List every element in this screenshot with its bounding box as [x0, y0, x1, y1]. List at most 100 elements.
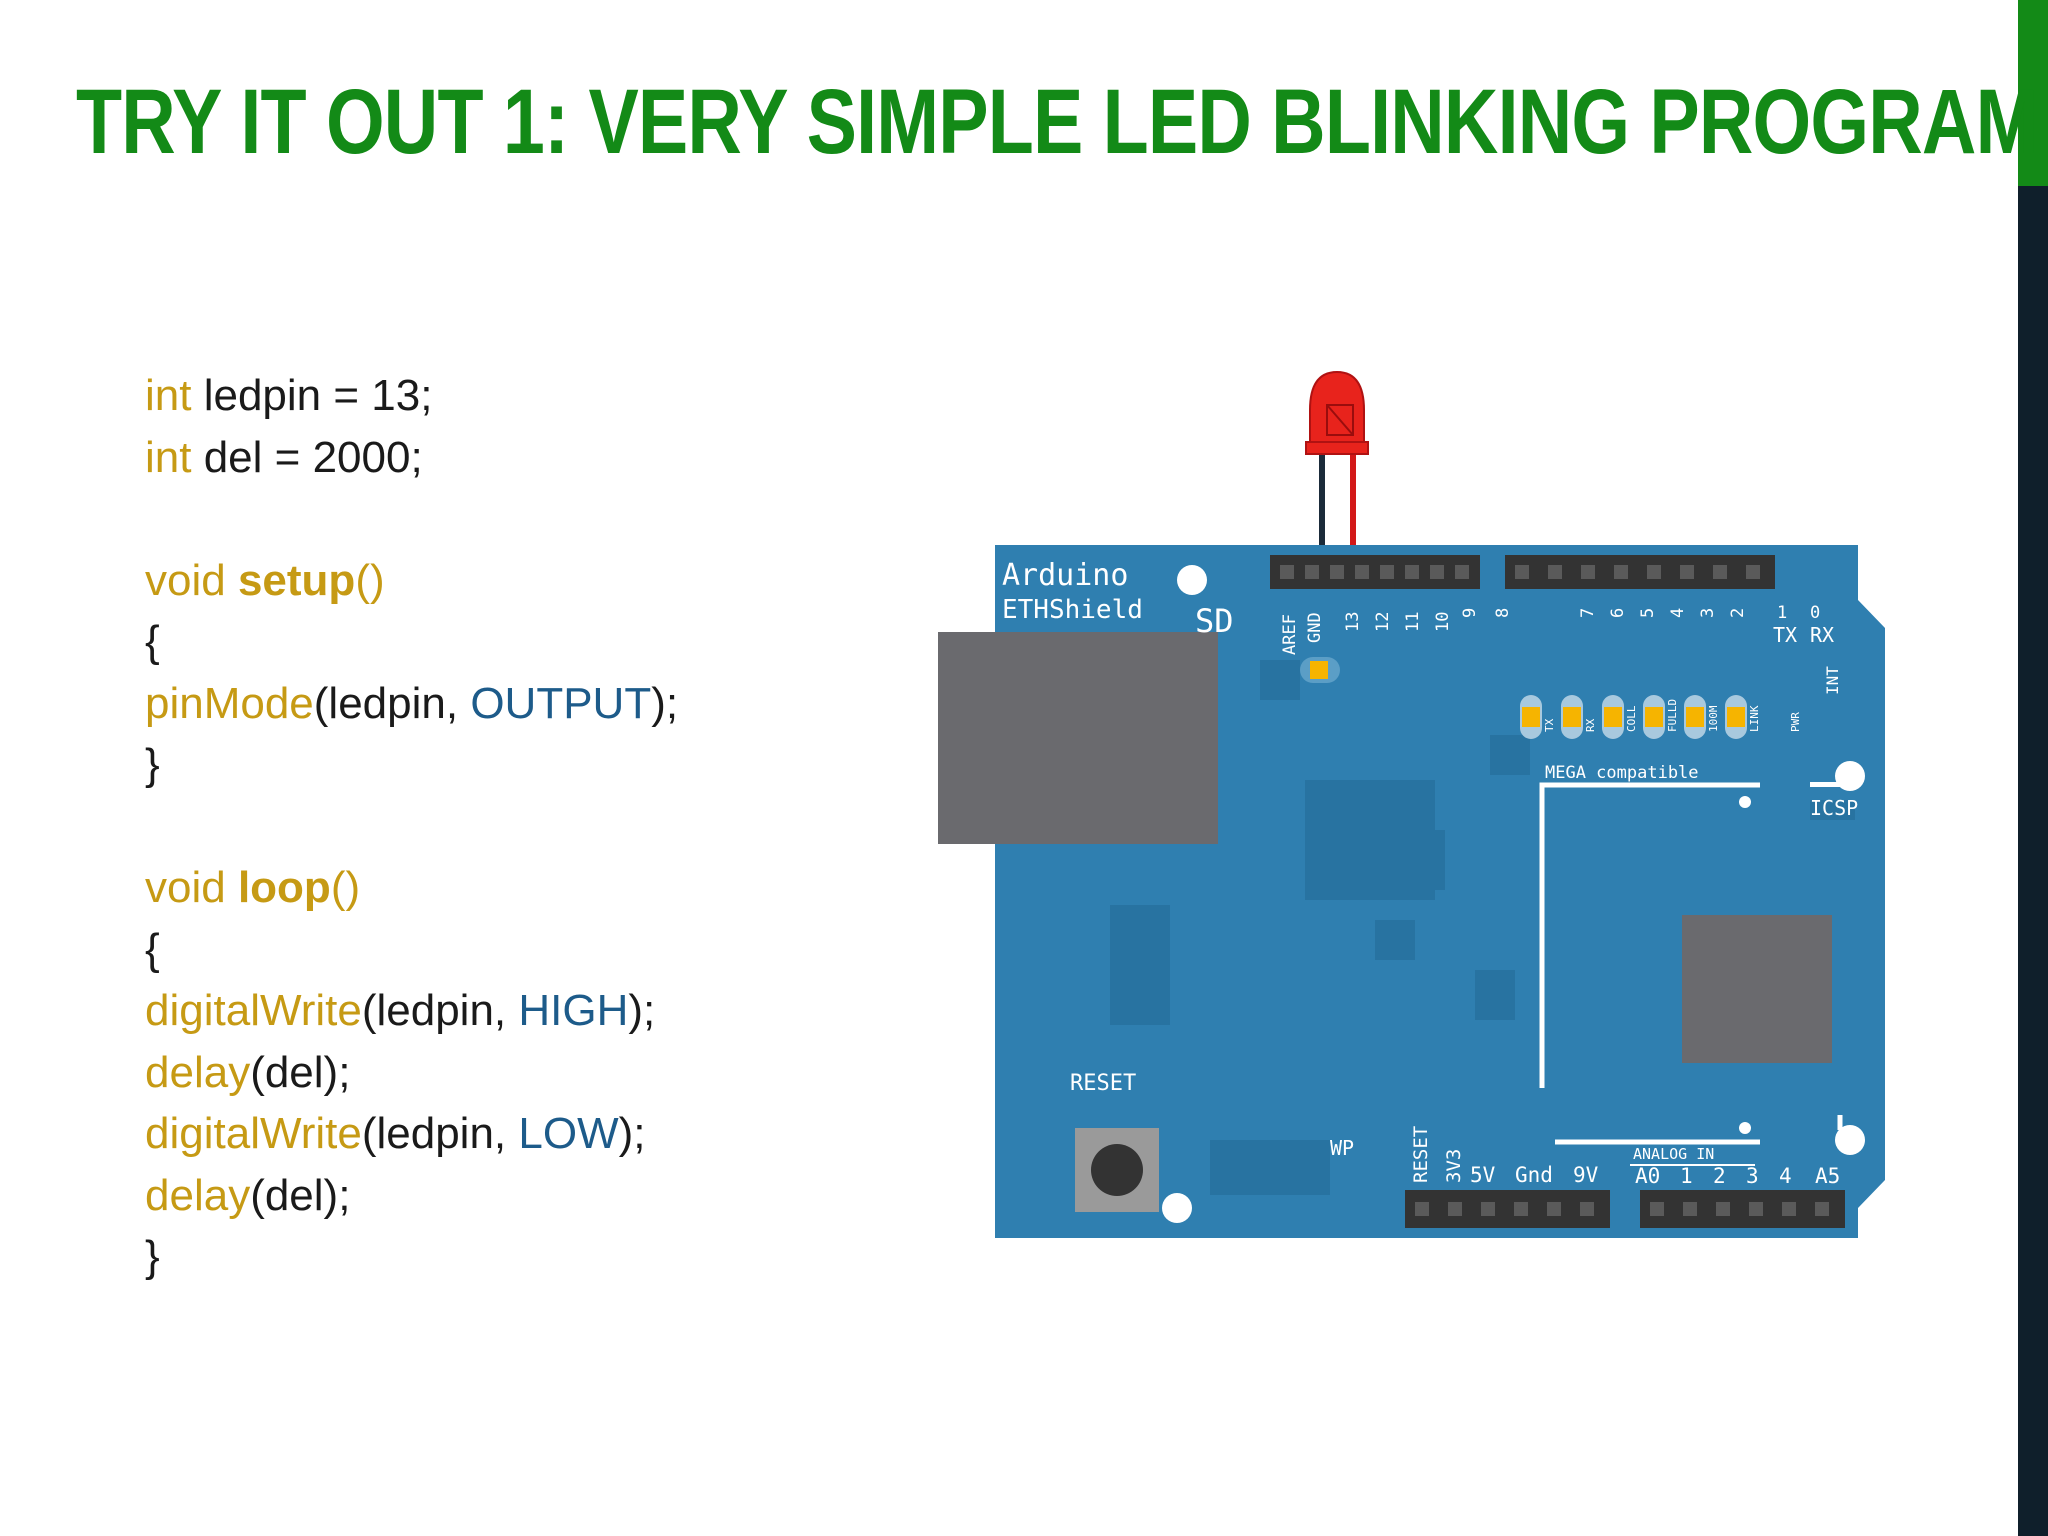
pin-label: 0: [1810, 603, 1820, 623]
code-line: void setup(): [145, 550, 905, 612]
slide-side-accent: [2018, 0, 2048, 186]
pin-label: 6: [1608, 608, 1628, 618]
analog-label: 2: [1713, 1164, 1726, 1188]
icsp-label: ICSP: [1810, 796, 1858, 820]
code-constant: OUTPUT: [470, 678, 652, 728]
arduino-board-svg: Arduino ETHShield SD AREF GND 13 12 11 1…: [938, 370, 1885, 1238]
code-function-name: setup: [237, 555, 356, 605]
analog-label: 4: [1779, 1164, 1792, 1188]
power-label: Gnd: [1515, 1163, 1553, 1187]
ethernet-jack: [938, 632, 1218, 844]
code-text: del = 2000;: [191, 432, 423, 482]
code-line: [145, 796, 905, 858]
mega-label: MEGA compatible: [1545, 763, 1699, 783]
pin-label: 8: [1493, 608, 1513, 618]
code-keyword: void loop(): [145, 863, 360, 912]
code-line: {: [145, 924, 160, 974]
led-label: RX: [1584, 718, 1597, 732]
analog-label: 3: [1746, 1164, 1759, 1188]
pin-label: 5: [1638, 608, 1658, 618]
led-label: TX: [1543, 718, 1556, 732]
code-function: digitalWrite: [145, 1109, 362, 1158]
code-function-name: loop: [237, 863, 331, 912]
arduino-diagram: Arduino ETHShield SD AREF GND 13 12 11 1…: [930, 360, 1890, 1260]
board-model: ETHShield: [1002, 595, 1143, 625]
rx-label: RX: [1810, 623, 1834, 647]
code-line: [145, 488, 905, 550]
mega-frame: [1539, 782, 1760, 1088]
pin-label: 2: [1728, 608, 1748, 618]
code-line: digitalWrite(ledpin, HIGH);: [145, 980, 905, 1042]
pin-label: 1: [1777, 603, 1787, 623]
mounting-holes: [1162, 565, 1865, 1223]
code-text: );: [628, 986, 656, 1035]
code-constant: LOW: [518, 1109, 619, 1158]
code-line: }: [145, 1232, 160, 1281]
board-traces: [1110, 660, 1855, 1195]
power-label: 3V3: [1443, 1149, 1465, 1183]
code-function: delay: [145, 1170, 251, 1220]
led-labels: TX RX COLL FULLD 100M LINK PWR: [1543, 699, 1802, 732]
pin-label: GND: [1305, 612, 1325, 643]
status-leds: TX RX COLL FULLD 100M LINK PWR: [1300, 657, 1802, 739]
pin-label: 4: [1668, 608, 1688, 618]
code-paren: (): [330, 863, 361, 912]
code-block: int ledpin = 13; int del = 2000; void se…: [145, 365, 905, 1288]
code-text: );: [651, 678, 679, 728]
led-label: 100M: [1707, 705, 1720, 732]
pin-label: 13: [1343, 612, 1363, 632]
code-text: (ledpin,: [361, 986, 519, 1035]
pin-label: 12: [1373, 612, 1393, 632]
code-text: (ledpin,: [361, 1109, 519, 1158]
sd-label: SD: [1195, 602, 1234, 640]
code-line: int del = 2000;: [145, 427, 905, 489]
tx-label: TX: [1773, 623, 1797, 647]
code-line: delay(del);: [145, 1165, 905, 1227]
pin-label: 10: [1433, 612, 1453, 632]
code-line: {: [145, 617, 160, 666]
reset-label: RESET: [1070, 1071, 1136, 1096]
slide-side-bar: [2018, 0, 2048, 1536]
code-function: digitalWrite: [145, 986, 362, 1035]
code-function: pinMode: [145, 678, 314, 728]
code-keyword: void setup(): [145, 556, 385, 605]
power-label: 9V: [1573, 1163, 1599, 1187]
board-brand: Arduino: [1002, 558, 1128, 593]
code-line: void loop(): [145, 857, 905, 919]
header-pins: [1280, 565, 1760, 579]
code-line: digitalWrite(ledpin, LOW);: [145, 1103, 905, 1165]
pin-label: AREF: [1280, 614, 1300, 655]
code-line: pinMode(ledpin, OUTPUT);: [145, 673, 905, 735]
digital-header-right: [1505, 555, 1775, 589]
led-label: FULLD: [1666, 699, 1679, 732]
code-text: );: [618, 1109, 646, 1158]
code-text: ledpin = 13;: [191, 371, 433, 420]
code-line: }: [145, 740, 160, 789]
code-text: (del);: [250, 1047, 351, 1097]
code-line: int ledpin = 13;: [145, 365, 905, 427]
power-label: 5V: [1470, 1163, 1496, 1187]
code-keyword: int: [145, 432, 192, 482]
led-icon: [1305, 370, 1369, 552]
reset-button-cap[interactable]: [1091, 1144, 1143, 1196]
analog-label: A0: [1635, 1164, 1660, 1188]
analog-title: ANALOG IN: [1633, 1145, 1714, 1163]
led-row: [1520, 695, 1747, 739]
code-keyword: int: [145, 371, 192, 420]
led-label: LINK: [1748, 705, 1761, 732]
wp-label: WP: [1330, 1136, 1354, 1160]
bottom-header-pins: [1415, 1202, 1829, 1216]
pin-label: 9: [1460, 608, 1480, 618]
int-label: INT: [1823, 666, 1842, 695]
power-label: RESET: [1410, 1126, 1432, 1183]
led-label: COLL: [1625, 705, 1638, 732]
code-constant: HIGH: [518, 986, 629, 1035]
code-keyword-void: void: [145, 863, 238, 912]
digital-header-left: [1270, 555, 1480, 589]
led-label: PWR: [1789, 712, 1802, 732]
pin-label: 3: [1698, 608, 1718, 618]
pin-label: 7: [1578, 608, 1598, 618]
digital-pin-labels: AREF GND 13 12 11 10 9 8 7 6 5 4 3 2 1 0: [1280, 603, 1820, 655]
code-text: (ledpin,: [313, 678, 471, 728]
code-line: delay(del);: [145, 1042, 905, 1104]
